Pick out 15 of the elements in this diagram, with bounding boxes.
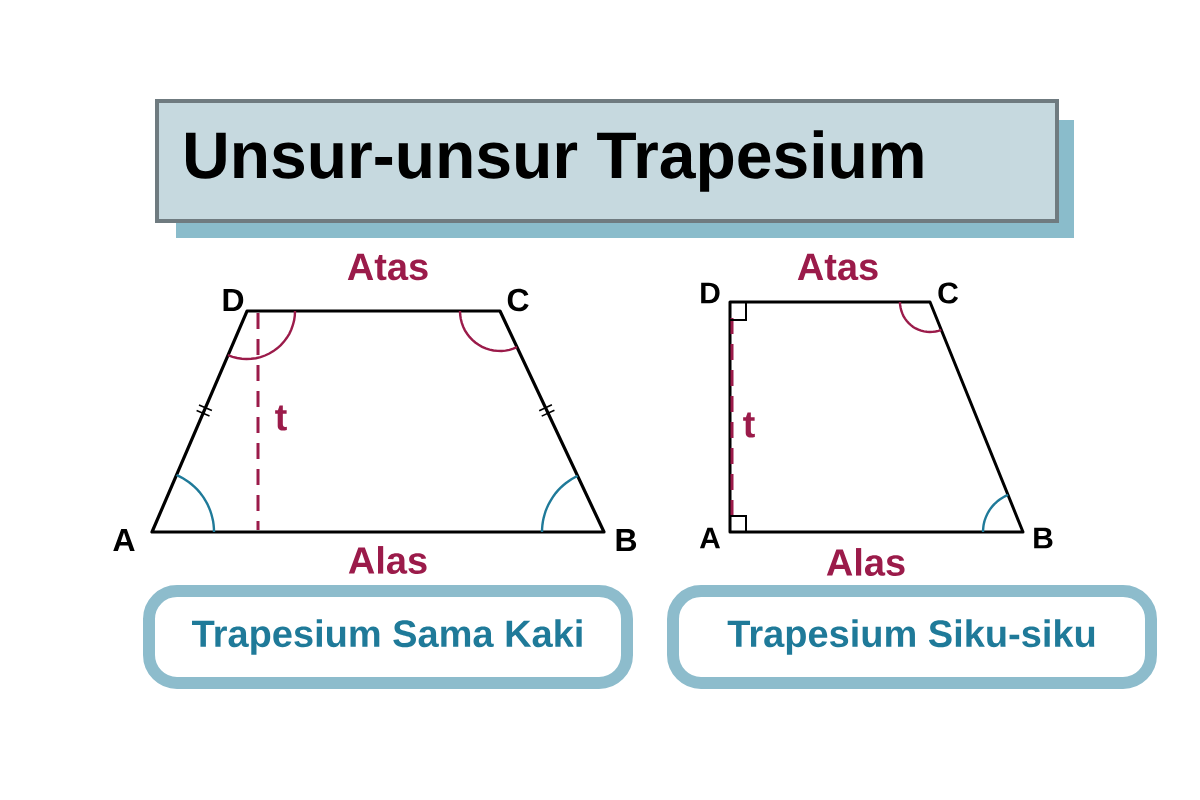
height-label: t [275, 405, 287, 431]
caption-box: Trapesium Siku-siku [667, 585, 1157, 689]
vertex-label: B [616, 529, 637, 551]
vertex-label: D [223, 289, 244, 311]
vertex-label: D [701, 282, 720, 304]
vertex-label: A [699, 527, 721, 549]
vertex-label: B [1034, 527, 1053, 549]
height-label: t [743, 412, 755, 438]
vertex-label: A [113, 529, 135, 551]
title-box: Unsur-unsur Trapesium [155, 99, 1074, 238]
vertex-label: C [507, 288, 529, 312]
side-label: Atas [797, 253, 878, 281]
caption-box: Trapesium Sama Kaki [143, 585, 633, 689]
vertex-label: C [938, 282, 958, 304]
side-label: Atas [347, 253, 428, 281]
